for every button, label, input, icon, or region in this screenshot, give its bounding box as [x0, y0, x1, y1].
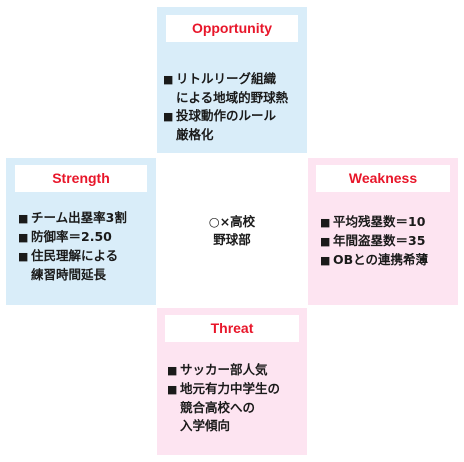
threat-title: Threat [165, 315, 299, 342]
list-item: 防御率＝2.50 [18, 228, 127, 247]
strength-panel: Strength チーム出塁率3割 防御率＝2.50 住民理解による 練習時間延… [6, 158, 156, 305]
list-item: リトルリーグ組織 による地域的野球熱 [163, 70, 288, 107]
weakness-panel: Weakness 平均残塁数＝10 年間盗塁数＝35 OBとの連携希薄 [308, 158, 458, 305]
list-item: 平均残塁数＝10 [320, 213, 428, 232]
list-item: 住民理解による 練習時間延長 [18, 247, 127, 284]
strength-list: チーム出塁率3割 防御率＝2.50 住民理解による 練習時間延長 [18, 209, 127, 284]
opportunity-title: Opportunity [166, 15, 298, 42]
center-school: ○×高校 [208, 214, 256, 229]
weakness-title: Weakness [316, 165, 450, 192]
threat-panel: Threat サッカー部人気 地元有力中学生の 競合高校への 入学傾向 [157, 308, 307, 455]
weakness-list: 平均残塁数＝10 年間盗塁数＝35 OBとの連携希薄 [320, 213, 428, 270]
center-label: ○×高校 野球部 [157, 213, 307, 249]
list-item: 投球動作のルール 厳格化 [163, 107, 288, 144]
list-item: OBとの連携希薄 [320, 251, 428, 270]
strength-title: Strength [15, 165, 147, 192]
list-item: サッカー部人気 [167, 361, 280, 380]
list-item: チーム出塁率3割 [18, 209, 127, 228]
center-club: 野球部 [213, 232, 251, 247]
opportunity-panel: Opportunity リトルリーグ組織 による地域的野球熱 投球動作のルール … [157, 7, 307, 153]
list-item: 地元有力中学生の 競合高校への 入学傾向 [167, 380, 280, 435]
threat-list: サッカー部人気 地元有力中学生の 競合高校への 入学傾向 [167, 361, 280, 435]
opportunity-list: リトルリーグ組織 による地域的野球熱 投球動作のルール 厳格化 [163, 70, 288, 144]
list-item: 年間盗塁数＝35 [320, 232, 428, 251]
